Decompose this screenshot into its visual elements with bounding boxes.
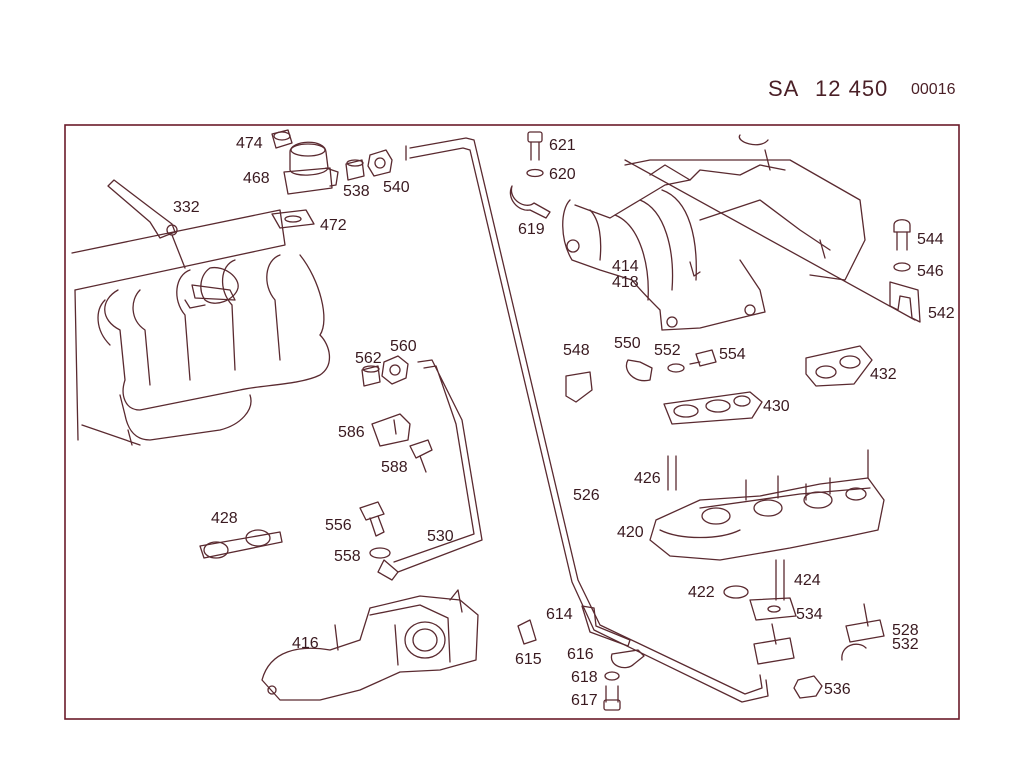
callout-554: 554 xyxy=(719,346,746,363)
callout-468: 468 xyxy=(243,170,270,187)
intake-manifold-414 xyxy=(562,134,916,331)
callout-530: 530 xyxy=(427,528,454,545)
washer-552 xyxy=(667,363,685,373)
clip-619 xyxy=(509,185,551,219)
callout-616: 616 xyxy=(567,646,594,663)
callout-562: 562 xyxy=(355,350,382,367)
callout-472: 472 xyxy=(320,217,347,234)
carburetor-flange-416 xyxy=(261,589,479,701)
tube-530 xyxy=(393,359,483,573)
callout-546: 546 xyxy=(917,263,944,280)
washer-558 xyxy=(369,547,391,559)
callout-422: 422 xyxy=(688,584,715,601)
callout-542: 542 xyxy=(928,305,955,322)
clip-616 xyxy=(610,649,645,669)
callout-526: 526 xyxy=(573,487,600,504)
callout-532: 532 xyxy=(892,636,919,653)
valve-assembly-468 xyxy=(271,129,339,195)
clip-586 xyxy=(371,413,411,447)
bracket-614 xyxy=(581,605,631,647)
gasket-430 xyxy=(663,391,763,425)
callout-labels: 474 468 538 540 472 332 621 620 619 414 … xyxy=(173,135,955,709)
part-538-540-fittings xyxy=(345,149,393,181)
callout-548: 548 xyxy=(563,342,590,359)
gasket-472 xyxy=(271,209,315,229)
callout-432: 432 xyxy=(870,366,897,383)
bolt-544 xyxy=(893,219,911,251)
sleeve-428 xyxy=(199,529,283,559)
bracket-615 xyxy=(517,619,537,645)
callout-621: 621 xyxy=(549,137,576,154)
gasket-432 xyxy=(805,345,873,387)
callout-544: 544 xyxy=(917,231,944,248)
callout-418: 418 xyxy=(612,274,639,291)
fitting-528-532 xyxy=(841,603,885,661)
sheet-number: 00016 xyxy=(911,81,956,98)
washer-618 xyxy=(604,671,620,681)
plug-422 xyxy=(723,585,749,599)
callout-424: 424 xyxy=(794,572,821,589)
fitting-556 xyxy=(359,501,385,537)
callout-528: 528 xyxy=(892,622,919,639)
callout-414: 414 xyxy=(612,258,639,275)
callout-586: 586 xyxy=(338,424,365,441)
callout-556: 556 xyxy=(325,517,352,534)
callout-540: 540 xyxy=(383,179,410,196)
bracket-548 xyxy=(565,371,593,403)
bracket-542 xyxy=(889,281,921,323)
bolt-554 xyxy=(689,349,717,367)
group-number: 12 450 xyxy=(815,76,889,101)
manifold-420 xyxy=(649,449,885,561)
stud-424 xyxy=(775,559,785,601)
callout-552: 552 xyxy=(654,342,681,359)
group-code: SA xyxy=(768,76,800,101)
callout-430: 430 xyxy=(763,398,790,415)
callout-620: 620 xyxy=(549,166,576,183)
callout-558: 558 xyxy=(334,548,361,565)
callout-614: 614 xyxy=(546,606,573,623)
callout-332: 332 xyxy=(173,199,200,216)
callout-615: 615 xyxy=(515,651,542,668)
callout-550: 550 xyxy=(614,335,641,352)
callout-428: 428 xyxy=(211,510,238,527)
callout-538: 538 xyxy=(343,183,370,200)
callout-617: 617 xyxy=(571,692,598,709)
bolt-588 xyxy=(409,439,433,473)
bolt-621 xyxy=(527,131,543,161)
engine-block-drawing xyxy=(71,179,331,446)
nut-536 xyxy=(793,675,823,699)
callout-420: 420 xyxy=(617,524,644,541)
callout-426: 426 xyxy=(634,470,661,487)
washer-546 xyxy=(893,262,911,272)
tube-526 xyxy=(409,137,769,703)
callout-536: 536 xyxy=(824,681,851,698)
callout-618: 618 xyxy=(571,669,598,686)
diagram-frame xyxy=(64,124,960,720)
washer-620 xyxy=(526,168,544,178)
gasket-534 xyxy=(749,597,797,621)
clip-550 xyxy=(625,359,653,382)
fitting-lower xyxy=(753,623,795,665)
callout-560: 560 xyxy=(390,338,417,355)
callout-534: 534 xyxy=(796,606,823,623)
callout-588: 588 xyxy=(381,459,408,476)
callout-416: 416 xyxy=(292,635,319,652)
callout-474: 474 xyxy=(236,135,263,152)
callout-619: 619 xyxy=(518,221,545,238)
bolt-617 xyxy=(603,685,621,711)
nut-562-560 xyxy=(361,355,409,387)
